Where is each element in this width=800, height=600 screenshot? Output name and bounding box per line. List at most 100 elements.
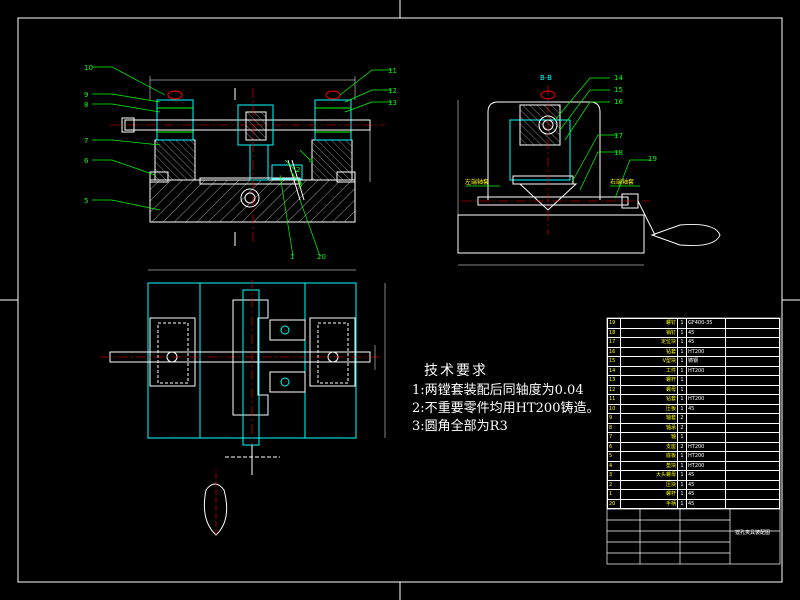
- bom-cell-name: 螺杆: [620, 489, 678, 500]
- bom-cell-no: 6: [607, 441, 621, 452]
- screw: [242, 289, 260, 446]
- bom-cell-qty: 1: [677, 498, 687, 509]
- bom-cell-name: 轴: [620, 432, 678, 443]
- bom-cell-no: 13: [607, 375, 621, 386]
- callout-14: 14: [614, 74, 623, 82]
- bom-cell-blank: [725, 356, 780, 367]
- bom-cell-no: 7: [607, 432, 621, 443]
- bom-cell-mat: HT200: [686, 346, 726, 357]
- bom-cell-qty: 1: [677, 470, 687, 481]
- side-leaders: [466, 77, 650, 199]
- callout-8: 8: [84, 101, 88, 109]
- screw-rod: [199, 177, 301, 185]
- bom-cell-qty: 1: [677, 403, 687, 414]
- bom-cell-qty: 1: [677, 356, 687, 367]
- callout-11: 11: [388, 67, 397, 75]
- callout-16: 16: [614, 98, 623, 106]
- bom-cell-no: 8: [607, 422, 621, 433]
- bom-cell-name: 底板: [620, 451, 678, 462]
- bom-cell-mat: 45: [686, 403, 726, 414]
- bom-cell-mat: HT200: [686, 451, 726, 462]
- front-view: [92, 66, 392, 257]
- callout-2: 2: [296, 166, 300, 174]
- bom-cell-name: 钻套: [620, 394, 678, 405]
- bom-cell-no: 9: [607, 413, 621, 424]
- bom-cell-blank: [725, 318, 780, 329]
- bom-cell-qty: 1: [677, 384, 687, 395]
- bom-cell-no: 5: [607, 451, 621, 462]
- bom-cell-mat: 铸钢: [686, 356, 726, 367]
- callout-15: 15: [614, 86, 623, 94]
- bom-cell-blank: [725, 365, 780, 376]
- front-leaders: [92, 66, 392, 257]
- left-support: [154, 139, 196, 181]
- bom-cell-mat: HT200: [686, 460, 726, 471]
- bom-cell-no: 20: [607, 498, 621, 509]
- bom-cell-name: 压板: [620, 403, 678, 414]
- bom-cell-name: V型块: [620, 356, 678, 367]
- bom-cell-no: 10: [607, 403, 621, 414]
- bom-cell-mat: [686, 384, 726, 395]
- side-view: [457, 77, 721, 266]
- tech-item-2: 2:不重要零件均用HT200铸造。: [412, 401, 600, 416]
- side-handle: [650, 224, 721, 246]
- side-label-left: 左端轴套: [465, 178, 489, 186]
- bom-cell-no: 1: [607, 489, 621, 500]
- tech-title: 技术要求: [424, 363, 488, 379]
- bom-cell-name: 轴承: [620, 422, 678, 433]
- callout-3: 3: [298, 181, 302, 189]
- bom-cell-qty: 1: [677, 489, 687, 500]
- bom-cell-name: 钻套: [620, 346, 678, 357]
- bom-cell-name: 大头螺母: [620, 470, 678, 481]
- section-label: B-B: [540, 74, 552, 82]
- bom-cell-qty: 1: [677, 375, 687, 386]
- bom-cell-blank: [725, 489, 780, 500]
- bom-cell-blank: [725, 460, 780, 471]
- drawing-title: 镗孔夹具装配图: [735, 530, 771, 536]
- bom-cell-mat: [686, 422, 726, 433]
- callout-6: 6: [84, 157, 89, 165]
- bom-cell-name: 螺钉: [620, 318, 678, 329]
- bom-cell-qty: 1: [677, 451, 687, 462]
- bom-cell-mat: 45: [686, 489, 726, 500]
- bom-cell-name: 工件: [620, 365, 678, 376]
- bom-cell-no: 16: [607, 346, 621, 357]
- bom-cell-mat: GF400-35: [686, 318, 726, 329]
- bom-cell-mat: 45: [686, 498, 726, 509]
- bom-cell-no: 12: [607, 384, 621, 395]
- bom-cell-blank: [725, 422, 780, 433]
- bom-cell-blank: [725, 403, 780, 414]
- bom-cell-mat: [686, 432, 726, 443]
- bom-cell-mat: 45: [686, 479, 726, 490]
- callout-9: 9: [84, 91, 88, 99]
- bom-cell-qty: 1: [677, 337, 687, 348]
- bom-cell-no: 2: [607, 479, 621, 490]
- bom-cell-mat: HT200: [686, 394, 726, 405]
- callout-4: 4: [309, 157, 314, 165]
- bom-cell-blank: [725, 413, 780, 424]
- callout-7: 7: [84, 137, 88, 145]
- bom-cell-no: 19: [607, 318, 621, 329]
- side-frame: [487, 101, 601, 200]
- bom-cell-blank: [725, 479, 780, 490]
- bom-cell-qty: 1: [677, 460, 687, 471]
- bom-cell-no: 3: [607, 470, 621, 481]
- callout-1: 1: [290, 253, 294, 261]
- callout-20: 20: [317, 253, 326, 261]
- bom-cell-blank: [725, 470, 780, 481]
- bom-cell-no: 11: [607, 394, 621, 405]
